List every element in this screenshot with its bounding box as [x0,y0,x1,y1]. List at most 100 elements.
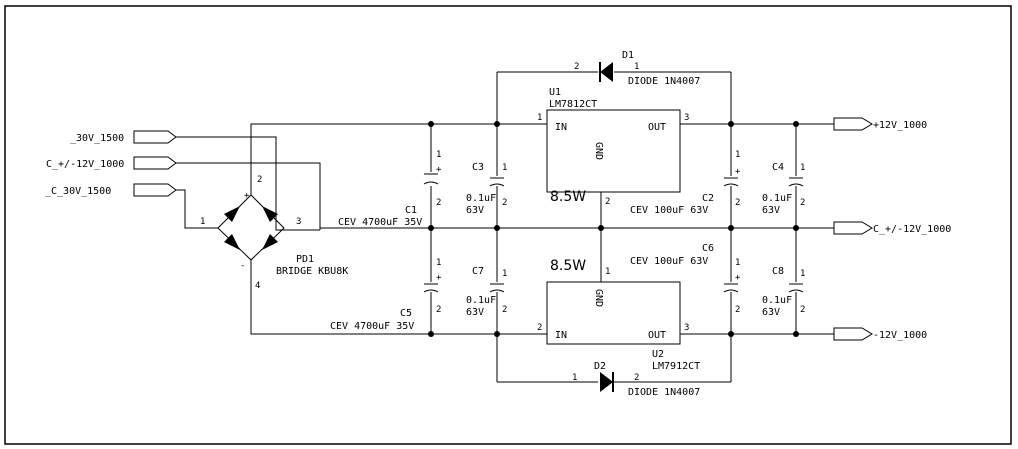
capacitor-c1: 1 + 2 C1 CEV 4700uF 35V [338,150,442,228]
bridge-rectifier: 2 + 1 3 - 4 PD1 BRIDGE KBU8K [200,175,348,291]
c3-pin-1: 1 [502,163,507,173]
input-port-common[interactable]: C_+/-12V_1000 [46,156,177,170]
c2-ref: C2 [702,193,714,204]
u1-pin-3: 3 [684,113,689,123]
u1-in-label: IN [555,122,567,133]
c7-value: 0.1uF [466,295,496,306]
bridge-diode-top-left [224,206,240,222]
c5-pin-1: 1 [436,258,441,268]
diode-d2: 1 2 D2 DIODE 1N4007 [572,361,700,398]
bridge-pin-2: 2 [257,175,262,185]
bridge-diode-bottom-left [224,234,240,250]
c8-pin-2: 2 [800,305,805,315]
bridge-ref: PD1 [296,254,314,265]
capacitor-c6: 1 + 2 C6 CEV 100uF 63V [630,243,741,315]
c4-volt: 63V [762,205,780,216]
u2-gnd-label: GND [593,289,604,307]
c4-ref: C4 [772,162,784,173]
capacitor-c3: 1 2 C3 0.1uF 63V [466,162,507,216]
c8-value: 0.1uF [762,295,792,306]
d1-ref: D1 [622,50,634,61]
output-port-pos12v-label: +12V_1000 [873,120,927,131]
output-port-common-label: C_+/-12V_1000 [873,224,951,235]
c1-value: CEV 4700uF 35V [338,217,422,228]
capacitor-c4: 1 2 C4 0.1uF 63V [762,162,805,216]
input-port-c30v[interactable]: _C_30V_1500 [45,183,177,197]
c2-plus: + [735,167,741,177]
c8-ref: C8 [772,266,784,277]
c8-pin-1: 1 [800,269,805,279]
c8-volt: 63V [762,307,780,318]
u1-part: LM7812CT [549,99,597,110]
output-port-neg12v-label: -12V_1000 [873,330,927,341]
u1-ref: U1 [549,87,561,98]
output-port-common[interactable]: C_+/-12V_1000 [833,221,951,235]
c4-value: 0.1uF [762,193,792,204]
c1-pin-2: 2 [436,198,441,208]
input-port-common-label: C_+/-12V_1000 [46,159,124,170]
regulator-u2[interactable]: IN OUT GND 2 3 1 U2 LM7912CT [537,267,700,372]
c6-pin-1: 1 [735,258,740,268]
d2-pin-1: 1 [572,373,577,383]
d1-pin-1: 1 [634,62,639,72]
c3-volt: 63V [466,205,484,216]
c1-plus: + [436,165,442,175]
u1-gnd-label: GND [593,142,604,160]
c4-pin-1: 1 [800,163,805,173]
c3-pin-2: 2 [502,198,507,208]
u1-out-label: OUT [648,122,666,133]
output-port-neg12v[interactable]: -12V_1000 [833,327,927,341]
c4-pin-2: 2 [800,198,805,208]
c5-pin-2: 2 [436,305,441,315]
capacitor-c5: 1 + 2 C5 CEV 4700uF 35V [330,258,442,332]
c5-value: CEV 4700uF 35V [330,321,414,332]
capacitor-c7: 1 2 C7 0.1uF 63V [466,266,507,318]
u2-in-label: IN [555,330,567,341]
u2-power: 8.5W [550,258,586,274]
u2-pin-1: 1 [605,267,610,277]
u2-pin-2: 2 [537,323,542,333]
c6-value: CEV 100uF 63V [630,256,708,267]
c2-pin-1: 1 [735,150,740,160]
bridge-diode-top-right [262,206,278,222]
diode-d1: 2 1 D1 DIODE 1N4007 [574,50,700,87]
input-port-30v[interactable]: _30V_1500 [70,130,177,144]
frame-border [4,5,1012,445]
u2-ref: U2 [652,349,664,360]
c3-value: 0.1uF [466,193,496,204]
bridge-value: BRIDGE KBU8K [276,266,348,277]
c5-ref: C5 [400,308,412,319]
input-port-c30v-label: _C_30V_1500 [45,186,111,197]
c2-pin-2: 2 [735,198,740,208]
u2-part: LM7912CT [652,361,700,372]
c6-pin-2: 2 [735,305,740,315]
output-port-pos12v[interactable]: +12V_1000 [833,117,927,131]
bridge-diode-bottom-right [262,234,278,250]
bridge-pin-1: 1 [200,217,205,227]
c7-pin-1: 1 [502,269,507,279]
d1-pin-2: 2 [574,62,579,72]
bridge-minus-sign: - [240,261,245,271]
c6-ref: C6 [702,243,714,254]
u1-pin-2: 2 [605,197,610,207]
u2-out-label: OUT [648,330,666,341]
c2-value: CEV 100uF 63V [630,205,708,216]
bridge-pin-3: 3 [296,217,301,227]
regulator-u1[interactable]: U1 LM7812CT IN OUT GND 1 3 2 [537,87,689,207]
c1-ref: C1 [405,205,417,216]
u1-power: 8.5W [550,189,586,205]
d2-pin-2: 2 [634,373,639,383]
capacitor-c8: 1 2 C8 0.1uF 63V [762,266,805,318]
bridge-plus-sign: + [244,191,250,201]
u1-pin-1: 1 [537,113,542,123]
c6-plus: + [735,273,741,283]
d2-ref: D2 [594,361,606,372]
d2-value: DIODE 1N4007 [628,387,700,398]
c7-volt: 63V [466,307,484,318]
c7-ref: C7 [472,266,484,277]
c3-ref: C3 [472,162,484,173]
c1-pin-1: 1 [436,150,441,160]
c5-plus: + [436,273,442,283]
